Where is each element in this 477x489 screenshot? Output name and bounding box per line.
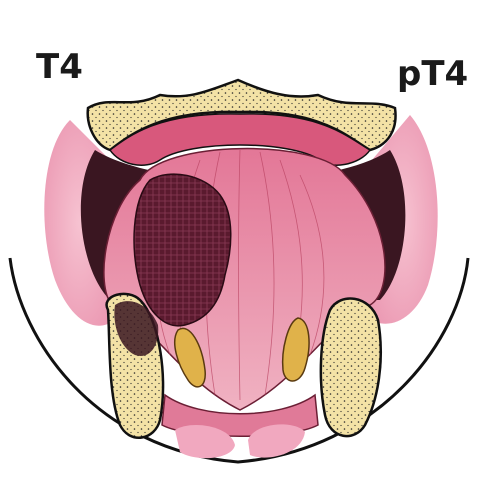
right-mandible-bone (321, 299, 381, 437)
stage-label-right: pT4 (397, 57, 468, 91)
stage-label-left: T4 (36, 50, 83, 84)
